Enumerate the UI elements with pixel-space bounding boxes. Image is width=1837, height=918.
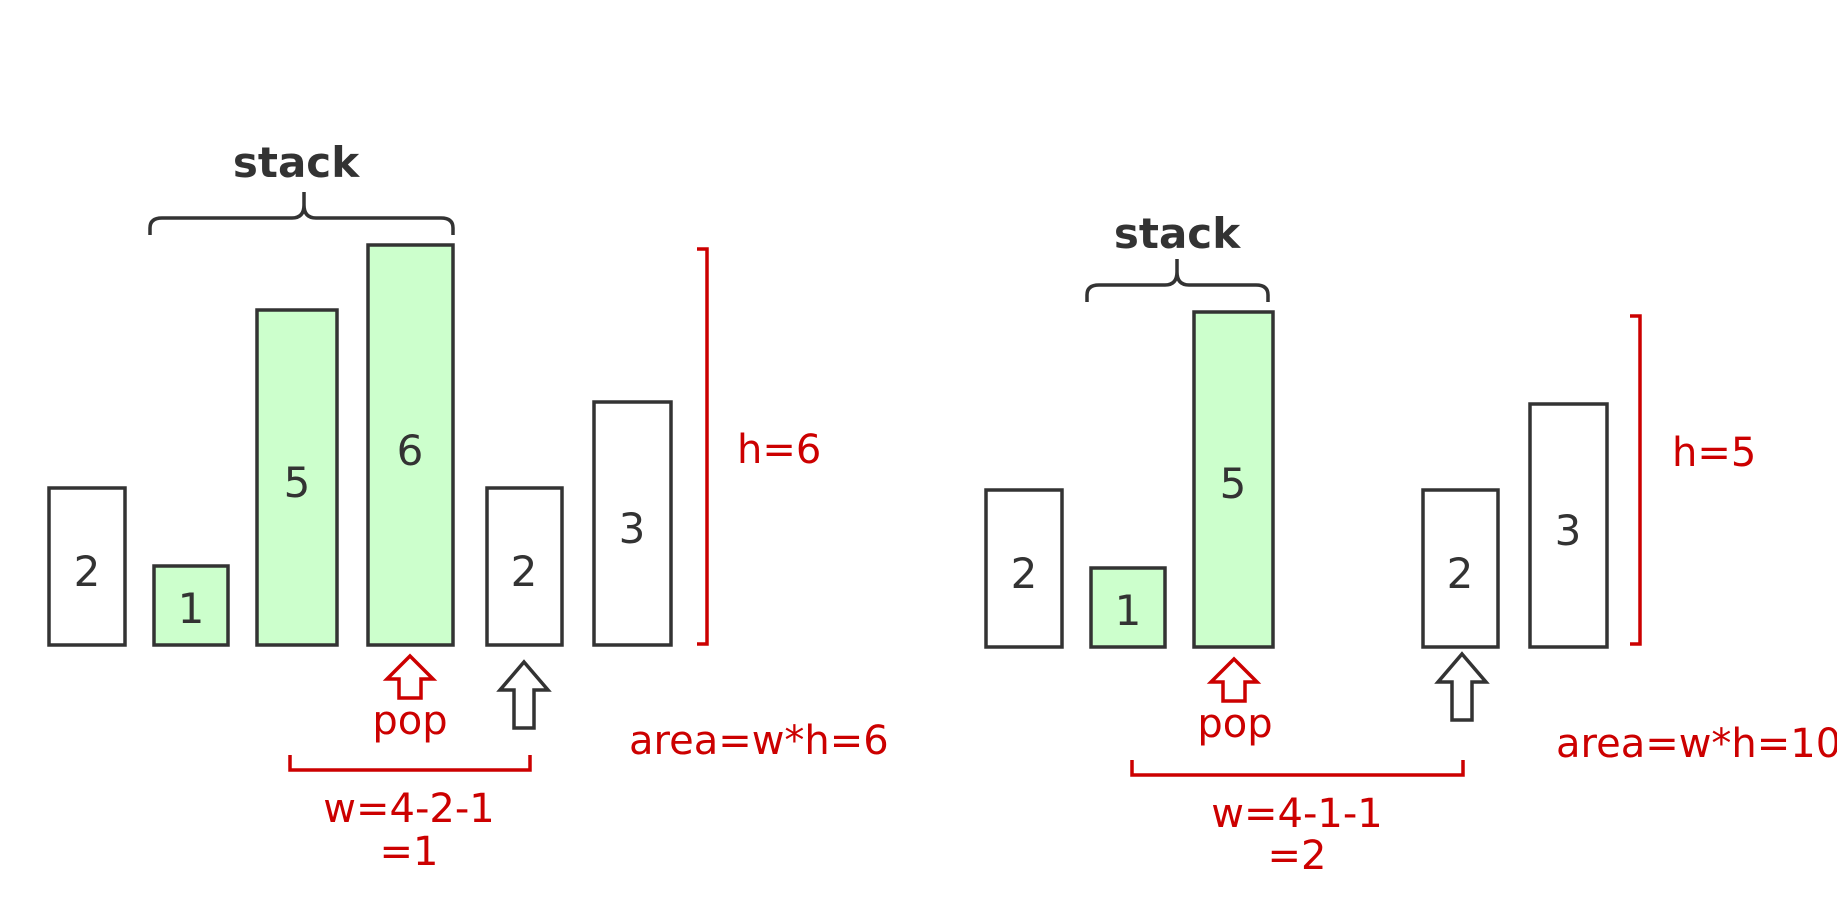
width-label-line1: w=4-2-1 — [323, 786, 494, 832]
width-label-line2: =2 — [1268, 833, 1327, 879]
bar-value: 1 — [1115, 586, 1142, 635]
height-label: h=5 — [1672, 430, 1756, 476]
bar — [255, 308, 339, 647]
stack-brace — [148, 192, 455, 235]
bar — [984, 488, 1064, 649]
bar — [1192, 310, 1275, 649]
stack-label: stack — [1114, 209, 1241, 258]
bar-value: 1 — [178, 584, 205, 633]
bar — [592, 400, 673, 647]
pop-arrow-icon — [382, 653, 438, 700]
bar-value: 5 — [284, 458, 311, 507]
height-label: h=6 — [737, 427, 821, 473]
panel-left: stack 2 1 5 6 2 3 h=6 pop w=4-2-1 =1 are… — [47, 138, 889, 875]
panel-right: stack 2 1 5 2 3 h=5 pop w=4-1-1 =2 area=… — [984, 209, 1837, 879]
width-bracket — [288, 755, 532, 772]
bar — [485, 486, 564, 647]
stack-label: stack — [233, 138, 360, 187]
bar-value: 6 — [397, 426, 424, 475]
bar — [152, 564, 230, 647]
width-bracket — [1130, 760, 1465, 777]
pop-label: pop — [1197, 701, 1272, 747]
current-index-arrow-icon — [496, 659, 552, 730]
pop-label: pop — [372, 698, 447, 744]
bar-value: 2 — [1011, 549, 1038, 598]
height-bracket — [1630, 314, 1642, 646]
stack-brace — [1085, 259, 1270, 302]
bar-value: 3 — [1555, 506, 1582, 555]
bar — [1421, 488, 1500, 649]
bar-value: 2 — [74, 547, 101, 596]
width-label-line1: w=4-1-1 — [1211, 791, 1382, 837]
bar-value: 2 — [511, 547, 538, 596]
area-label: area=w*h=10 — [1556, 721, 1837, 767]
bar-value: 2 — [1447, 549, 1474, 598]
area-label: area=w*h=6 — [629, 718, 889, 764]
pop-arrow-icon — [1206, 656, 1262, 703]
bar — [47, 486, 127, 647]
bar — [1528, 402, 1609, 649]
bar-value: 5 — [1220, 459, 1247, 508]
bar — [366, 243, 455, 647]
width-label-line2: =1 — [380, 829, 439, 875]
height-bracket — [697, 247, 709, 646]
bar-value: 3 — [619, 504, 646, 553]
current-index-arrow-icon — [1434, 651, 1490, 722]
bar — [1089, 566, 1167, 649]
